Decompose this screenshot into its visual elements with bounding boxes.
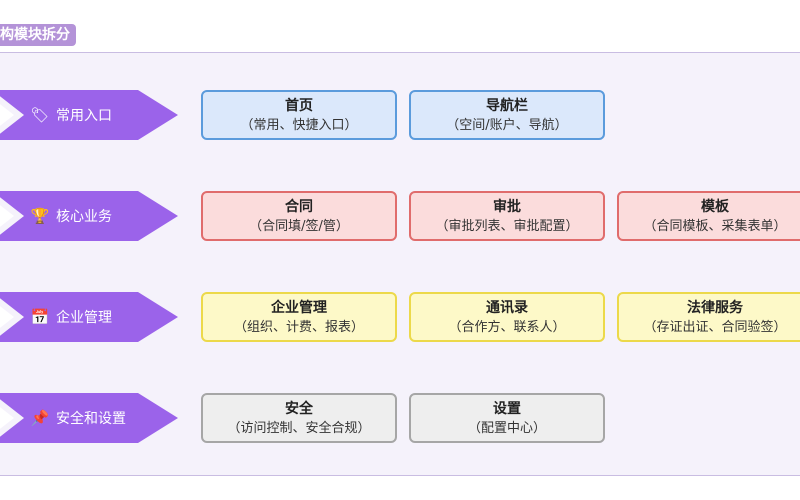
module-subtitle: （合同模板、采集表单） bbox=[643, 219, 787, 234]
diagram-title: 构模块拆分 bbox=[0, 24, 76, 46]
category-arrow bbox=[0, 191, 178, 241]
module-box: 安全 （访问控制、安全合规） bbox=[201, 393, 397, 443]
module-subtitle: （合作方、联系人） bbox=[448, 320, 566, 335]
module-row: 🏆 核心业务 合同 （合同填/签/管） 审批 （审批列表、审批配置） 模板 （合同模板、采集表… bbox=[0, 186, 800, 246]
pin-icon: 📌 bbox=[30, 409, 50, 427]
module-row: 📅企业管理企业管理（组织、计费、报表）通讯录（合作方、联系人）法律服务（存证出证… bbox=[0, 287, 800, 347]
module-title: 通讯录 bbox=[486, 300, 528, 316]
module-subtitle: （配置中心） bbox=[467, 421, 546, 436]
category-label: 常用入口 bbox=[56, 108, 112, 124]
module-subtitle: （常用、快捷入口） bbox=[240, 118, 358, 133]
module-subtitle: （访问控制、安全合规） bbox=[227, 421, 371, 436]
module-row: 🏷 常用入口 首页 （常用、快捷入口） 导航栏 （空间/账户、导航） bbox=[0, 85, 800, 145]
module-title: 模板 bbox=[701, 199, 729, 215]
module-box: 设置 （配置中心） bbox=[409, 393, 605, 443]
module-title: 审批 bbox=[493, 199, 521, 215]
module-box: 通讯录 （合作方、联系人） bbox=[409, 292, 605, 342]
category-label: 企业管理 bbox=[56, 310, 112, 326]
module-subtitle: （审批列表、审批配置） bbox=[435, 219, 579, 234]
module-title: 安全 bbox=[285, 401, 313, 417]
category-label: 安全和设置 bbox=[56, 411, 126, 427]
module-title: 首页 bbox=[285, 98, 313, 114]
module-box: 导航栏 （空间/账户、导航） bbox=[409, 90, 605, 140]
module-title: 法律服务 bbox=[687, 300, 743, 316]
module-box: 模板 （合同模板、采集表单） bbox=[617, 191, 800, 241]
category-label-group: 🏆 核心业务 bbox=[30, 191, 112, 241]
category-arrow bbox=[0, 393, 178, 443]
tag-icon: 🏷 bbox=[30, 106, 50, 124]
category-label: 核心业务 bbox=[56, 209, 112, 225]
category-label-group: 🏷 常用入口 bbox=[30, 90, 112, 140]
module-box: 企业管理 （组织、计费、报表） bbox=[201, 292, 397, 342]
module-box: 审批 （审批列表、审批配置） bbox=[409, 191, 605, 241]
module-box: 首页 （常用、快捷入口） bbox=[201, 90, 397, 140]
category-label-group: 📅 企业管理 bbox=[30, 292, 112, 342]
module-subtitle: （合同填/签/管） bbox=[249, 219, 349, 234]
module-title: 设置 bbox=[493, 401, 521, 417]
module-subtitle: （存证出证、合同验签） bbox=[643, 320, 787, 335]
module-title: 导航栏 bbox=[486, 98, 528, 114]
category-label-group: 📌 安全和设置 bbox=[30, 393, 126, 443]
module-row: 📌 安全和设置 安全 （访问控制、安全合规） 设置 （配置中心） bbox=[0, 388, 800, 448]
module-title: 合同 bbox=[285, 199, 313, 215]
trophy-icon: 🏆 bbox=[30, 207, 50, 225]
category-arrow bbox=[0, 90, 178, 140]
module-subtitle: （空间/账户、导航） bbox=[446, 118, 568, 133]
module-subtitle: （组织、计费、报表） bbox=[233, 320, 364, 335]
module-title: 企业管理 bbox=[271, 300, 327, 316]
calendar-icon: 📅 bbox=[30, 308, 50, 326]
category-arrow bbox=[0, 292, 178, 342]
module-box: 合同 （合同填/签/管） bbox=[201, 191, 397, 241]
module-box: 法律服务 （存证出证、合同验签） bbox=[617, 292, 800, 342]
